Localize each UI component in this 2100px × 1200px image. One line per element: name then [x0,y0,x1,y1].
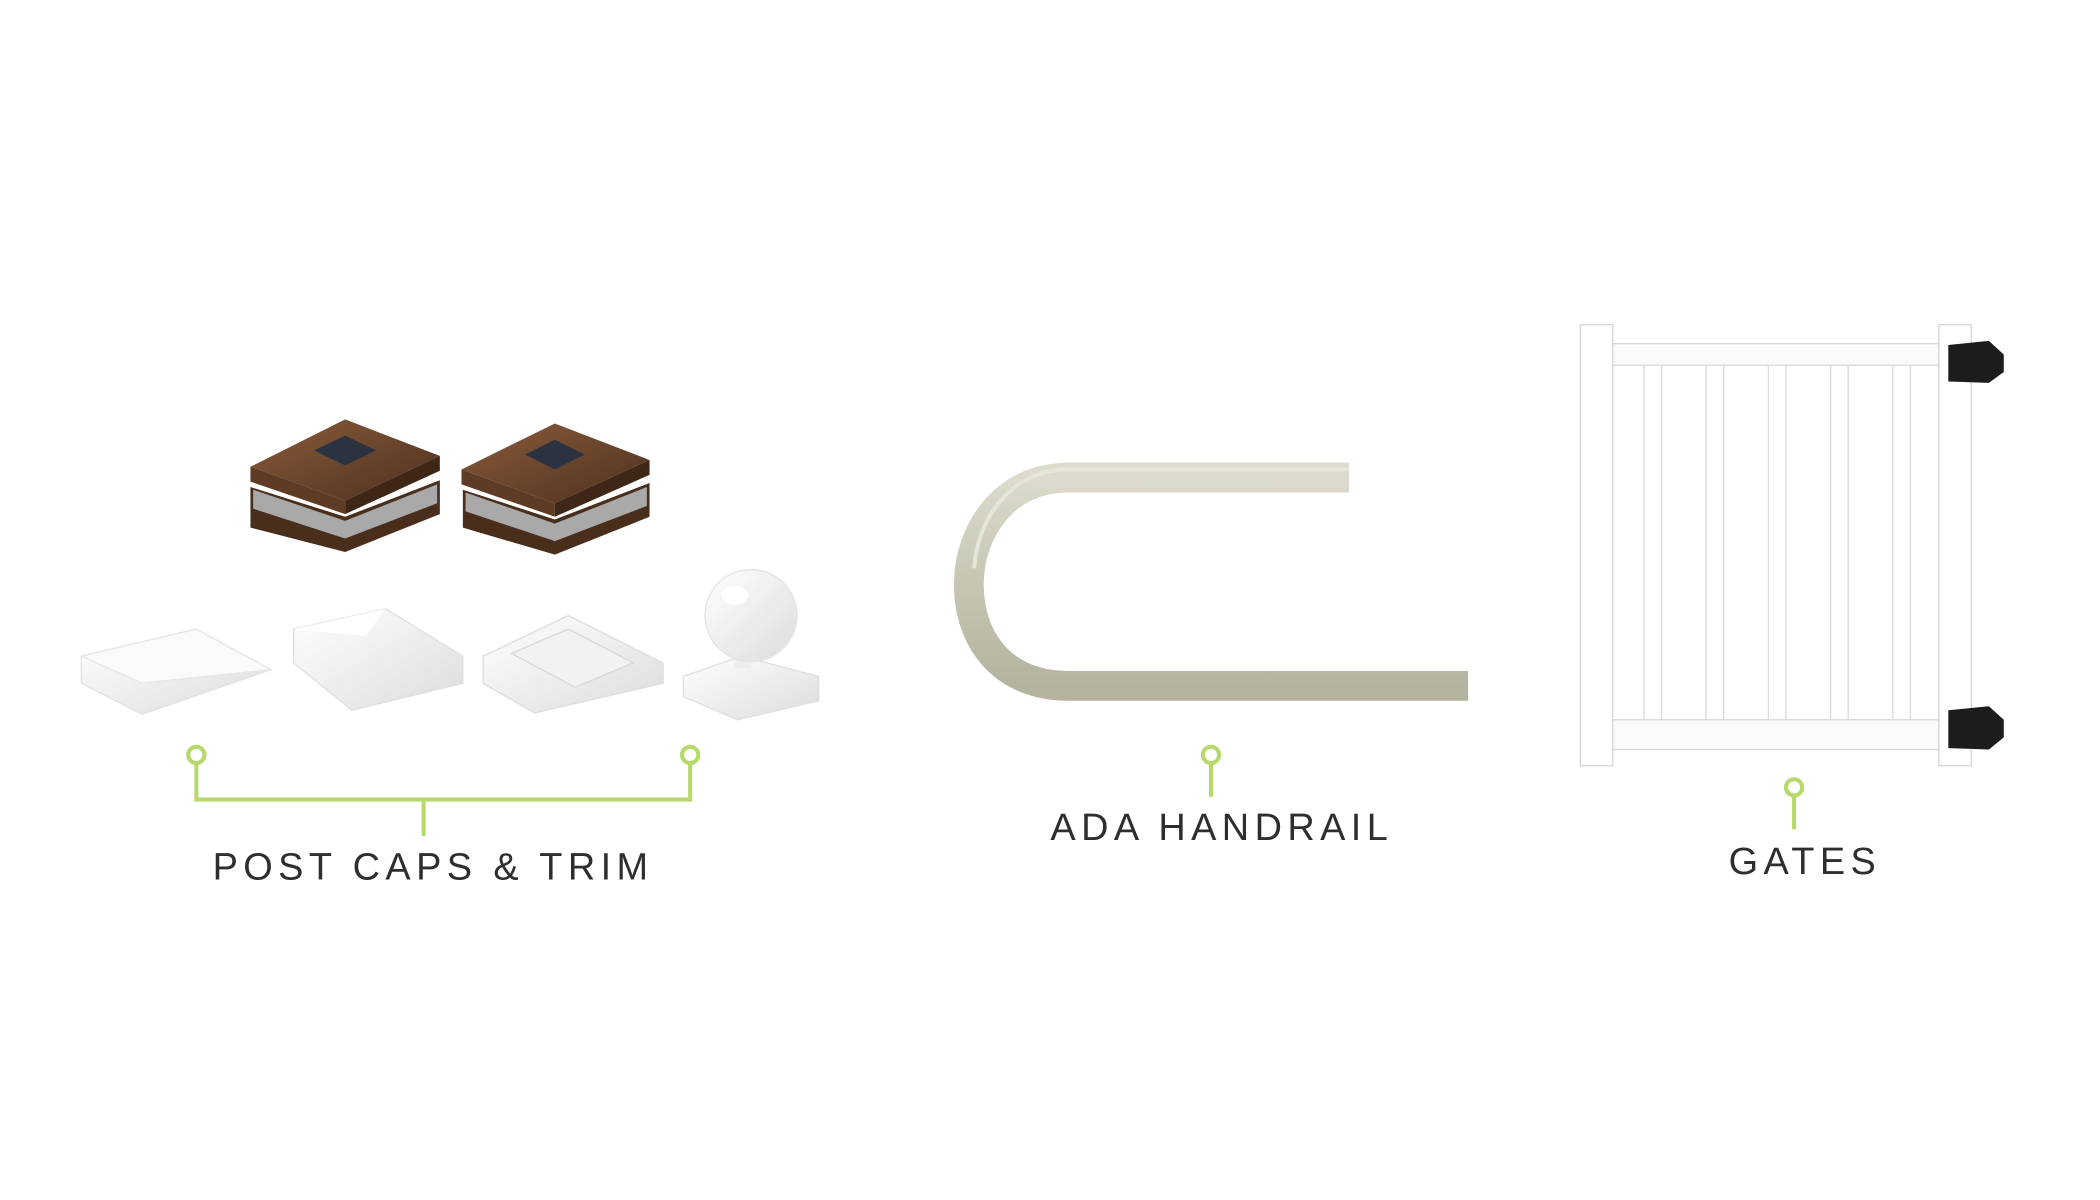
ada-handrail-group[interactable]: ADA HANDRAIL [953,462,1469,849]
handrail-connector [1200,744,1222,797]
handrail-image [953,462,1469,701]
gate-hinge-bottom [1948,706,2004,750]
post-skirt-trim [482,614,664,714]
post-caps-connector [186,744,701,837]
gate-hinge-top [1948,340,2004,383]
pyramid-post-cap [79,628,273,716]
solar-post-cap-1 [250,419,440,552]
gates-group[interactable]: GATES [1579,324,2004,883]
gate-image [1579,324,1972,767]
ball-post-cap [682,568,820,721]
ada-handrail-label[interactable]: ADA HANDRAIL [1050,807,1393,849]
solar-post-cap-2 [461,423,650,555]
gates-connector [1783,777,1805,830]
federation-post-cap [293,608,464,711]
gates-label[interactable]: GATES [1729,841,1882,883]
post-caps-label[interactable]: POST CAPS & TRIM [213,846,654,888]
post-caps-group[interactable]: POST CAPS & TRIM [79,419,820,888]
